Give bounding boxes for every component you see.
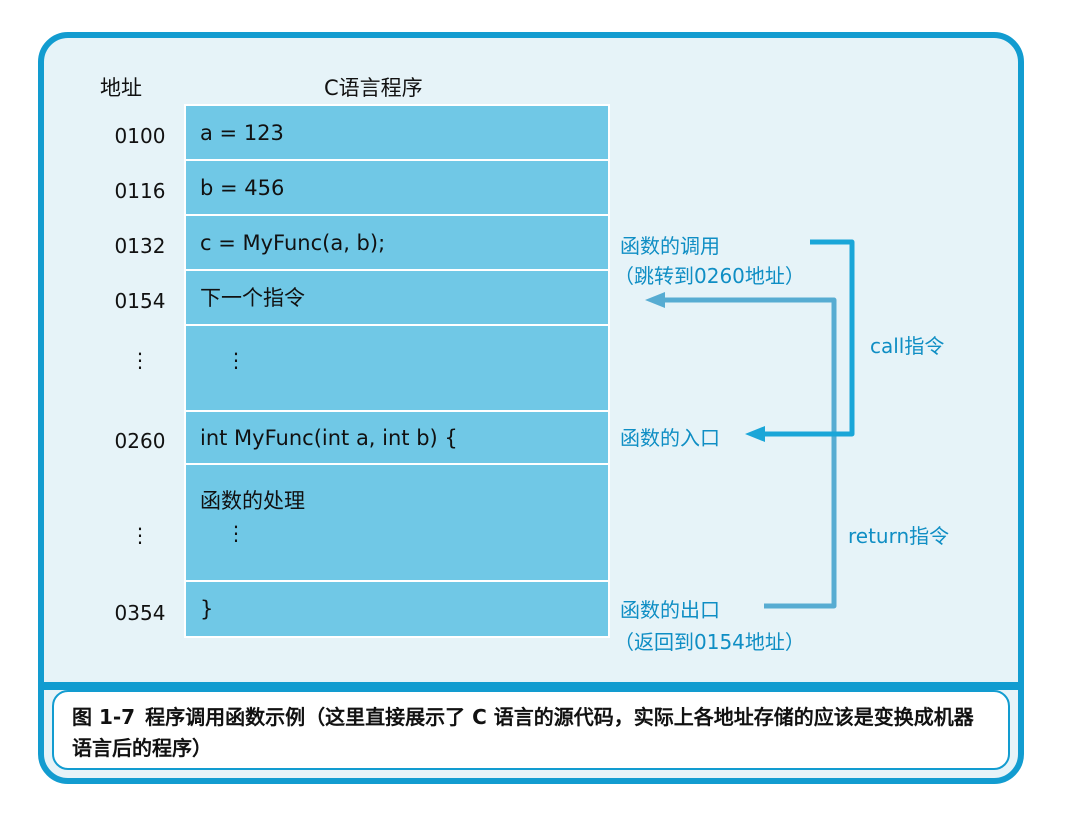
code-ellipsis-1: ⋮ — [226, 348, 246, 372]
return-instruction-label: return指令 — [848, 524, 950, 548]
code-cell-function-body: 函数的处理 ⋮ — [184, 463, 610, 583]
address-0132: 0132 — [114, 234, 166, 258]
figure-number: 图 1-7 — [72, 705, 136, 729]
call-arrowhead — [745, 426, 765, 442]
call-label-line2: （跳转到0260地址） — [614, 264, 805, 288]
code-cell-b: b = 456 — [184, 159, 610, 217]
address-0260: 0260 — [114, 429, 166, 453]
return-path-line — [663, 297, 837, 609]
code-cell-gap: ⋮ — [184, 324, 610, 413]
code-cell-closing-brace: } — [184, 580, 610, 638]
call-label-line1: 函数的调用 — [620, 234, 720, 258]
address-column-header: 地址 — [100, 76, 142, 100]
code-cell-a: a = 123 — [184, 104, 610, 162]
function-entry-label: 函数的入口 — [620, 426, 720, 450]
program-column-header: C语言程序 — [324, 76, 423, 100]
address-0354: 0354 — [114, 601, 166, 625]
function-exit-label: 函数的出口 — [620, 598, 720, 622]
control-flow-arrows — [645, 239, 855, 609]
return-label-line2: （返回到0154地址） — [614, 630, 805, 654]
call-instruction-label: call指令 — [870, 334, 945, 358]
code-ellipsis-2: ⋮ — [226, 521, 246, 545]
address-ellipsis-2: ⋮ — [130, 523, 150, 547]
address-ellipsis-1: ⋮ — [130, 348, 150, 372]
address-0154: 0154 — [114, 289, 166, 313]
code-cell-next-instruction: 下一个指令 — [184, 269, 610, 327]
address-0100: 0100 — [114, 124, 166, 148]
address-0116: 0116 — [114, 179, 166, 203]
call-path-line — [762, 239, 855, 437]
figure-frame: 地址 C语言程序 0100 0116 0132 0154 ⋮ 0260 ⋮ 03… — [38, 32, 1024, 784]
caption-divider — [44, 682, 1018, 690]
function-body-text: 函数的处理 — [200, 489, 305, 513]
code-cell-function-header: int MyFunc(int a, int b) { — [184, 410, 610, 466]
caption-text: 程序调用函数示例（这里直接展示了 C 语言的源代码，实际上各地址存储的应该是变换… — [72, 705, 974, 760]
return-arrowhead — [645, 292, 665, 308]
